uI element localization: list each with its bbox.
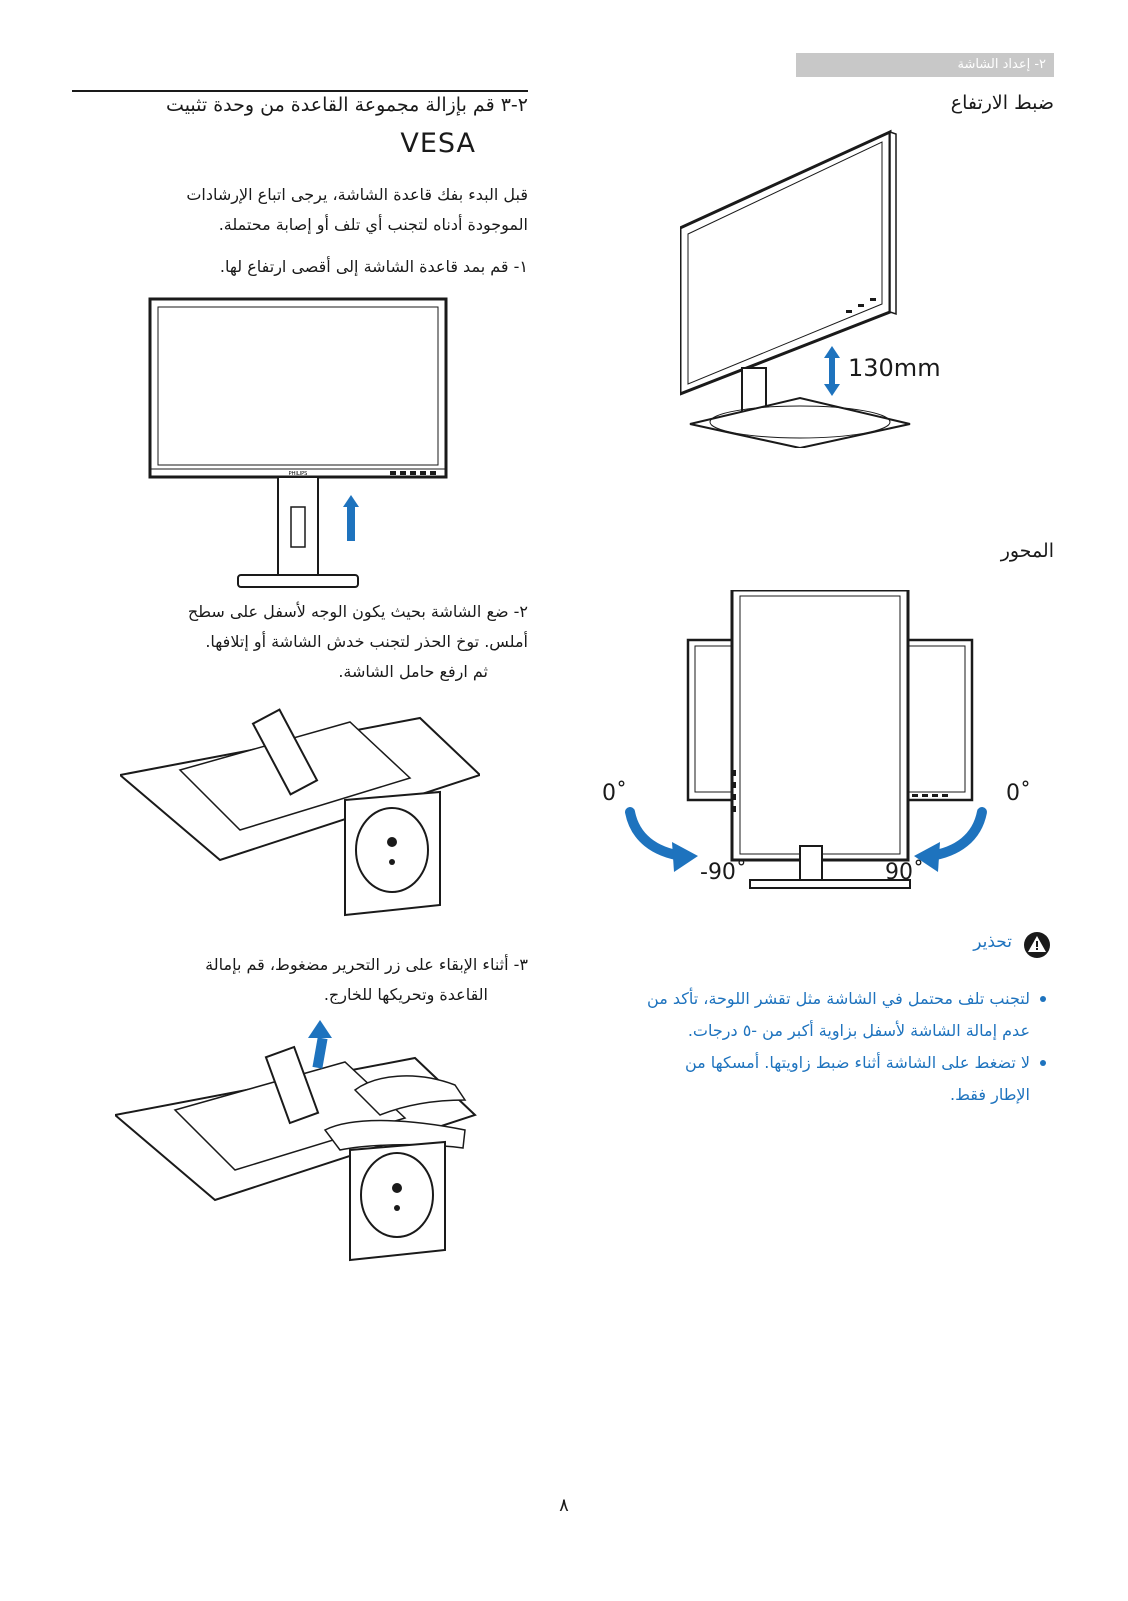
warning-bullet-1-line2: عدم إمالة الشاشة لأسفل بزاوية أكبر من -٥… bbox=[687, 1021, 1030, 1040]
step-1: ١- قم بمد قاعدة الشاشة إلى أقصى ارتفاع ل… bbox=[219, 257, 528, 276]
step-3-line2: القاعدة وتحريكها للخارج. bbox=[323, 985, 488, 1004]
page-number: ٨ bbox=[559, 1495, 569, 1516]
warning-bullet-2-line2: الإطار فقط. bbox=[949, 1085, 1030, 1104]
angle-left-top: 0˚ bbox=[602, 781, 627, 806]
section-title: ٢-٣ قم بإزالة مجموعة القاعدة من وحدة تثب… bbox=[166, 94, 528, 116]
pivot-illustration bbox=[625, 590, 987, 889]
monitor-buttons bbox=[846, 298, 876, 313]
up-arrow-icon bbox=[343, 495, 359, 541]
lift-arrow-icon bbox=[308, 1020, 332, 1069]
section-title-vesa: VESA bbox=[400, 128, 476, 159]
angle-left-bottom: -90˚ bbox=[700, 860, 747, 885]
angle-right-top: 0˚ bbox=[1006, 781, 1031, 806]
monitor-front-illustration: PHILIPS bbox=[148, 297, 448, 588]
monitor-facedown-illustration bbox=[120, 708, 480, 917]
title-rule bbox=[72, 90, 528, 92]
pivot-title: المحور bbox=[1000, 540, 1054, 562]
monitor-buttons bbox=[390, 471, 436, 475]
bullet-dot bbox=[1040, 996, 1046, 1002]
monitor-brand-label: PHILIPS bbox=[289, 471, 308, 477]
step-3-line1: ٣- أثناء الإبقاء على زر التحرير مضغوط، ق… bbox=[205, 955, 528, 974]
hand-upper bbox=[353, 1075, 467, 1116]
warning-bullet-1-line1: لتجنب تلف محتمل في الشاشة مثل تقشر اللوح… bbox=[647, 989, 1030, 1008]
height-adjust-illustration bbox=[680, 129, 911, 448]
height-adjust-title: ضبط الارتفاع bbox=[950, 92, 1054, 114]
warning-icon bbox=[1022, 930, 1052, 964]
step-2-line2: أملس. توخ الحذر لتجنب خدش الشاشة أو إتلا… bbox=[205, 632, 528, 651]
intro-text-line2: الموجودة أدناه لتجنب أي تلف أو إصابة محت… bbox=[218, 215, 528, 234]
monitor-buttons bbox=[912, 794, 948, 797]
intro-text-line1: قبل البدء بفك قاعدة الشاشة، يرجى اتباع ا… bbox=[186, 185, 528, 204]
step-2-line1: ٢- ضع الشاشة بحيث يكون الوجه لأسفل على س… bbox=[187, 602, 528, 621]
warning-title: تحذير bbox=[973, 932, 1012, 952]
monitor-buttons-vertical bbox=[733, 770, 736, 812]
angle-right-bottom: 90˚ bbox=[885, 860, 924, 885]
section-tab: ٢- إعداد الشاشة bbox=[796, 53, 1054, 77]
height-arrow-icon bbox=[824, 346, 840, 396]
bullet-dot bbox=[1040, 1060, 1046, 1066]
warning-bullet-2-line1: لا تضغط على الشاشة أثناء ضبط زاويتها. أم… bbox=[684, 1053, 1030, 1072]
height-value-label: 130mm bbox=[848, 354, 941, 382]
step-2-line3: ثم ارفع حامل الشاشة. bbox=[338, 662, 488, 681]
monitor-remove-base-illustration bbox=[115, 1020, 477, 1262]
